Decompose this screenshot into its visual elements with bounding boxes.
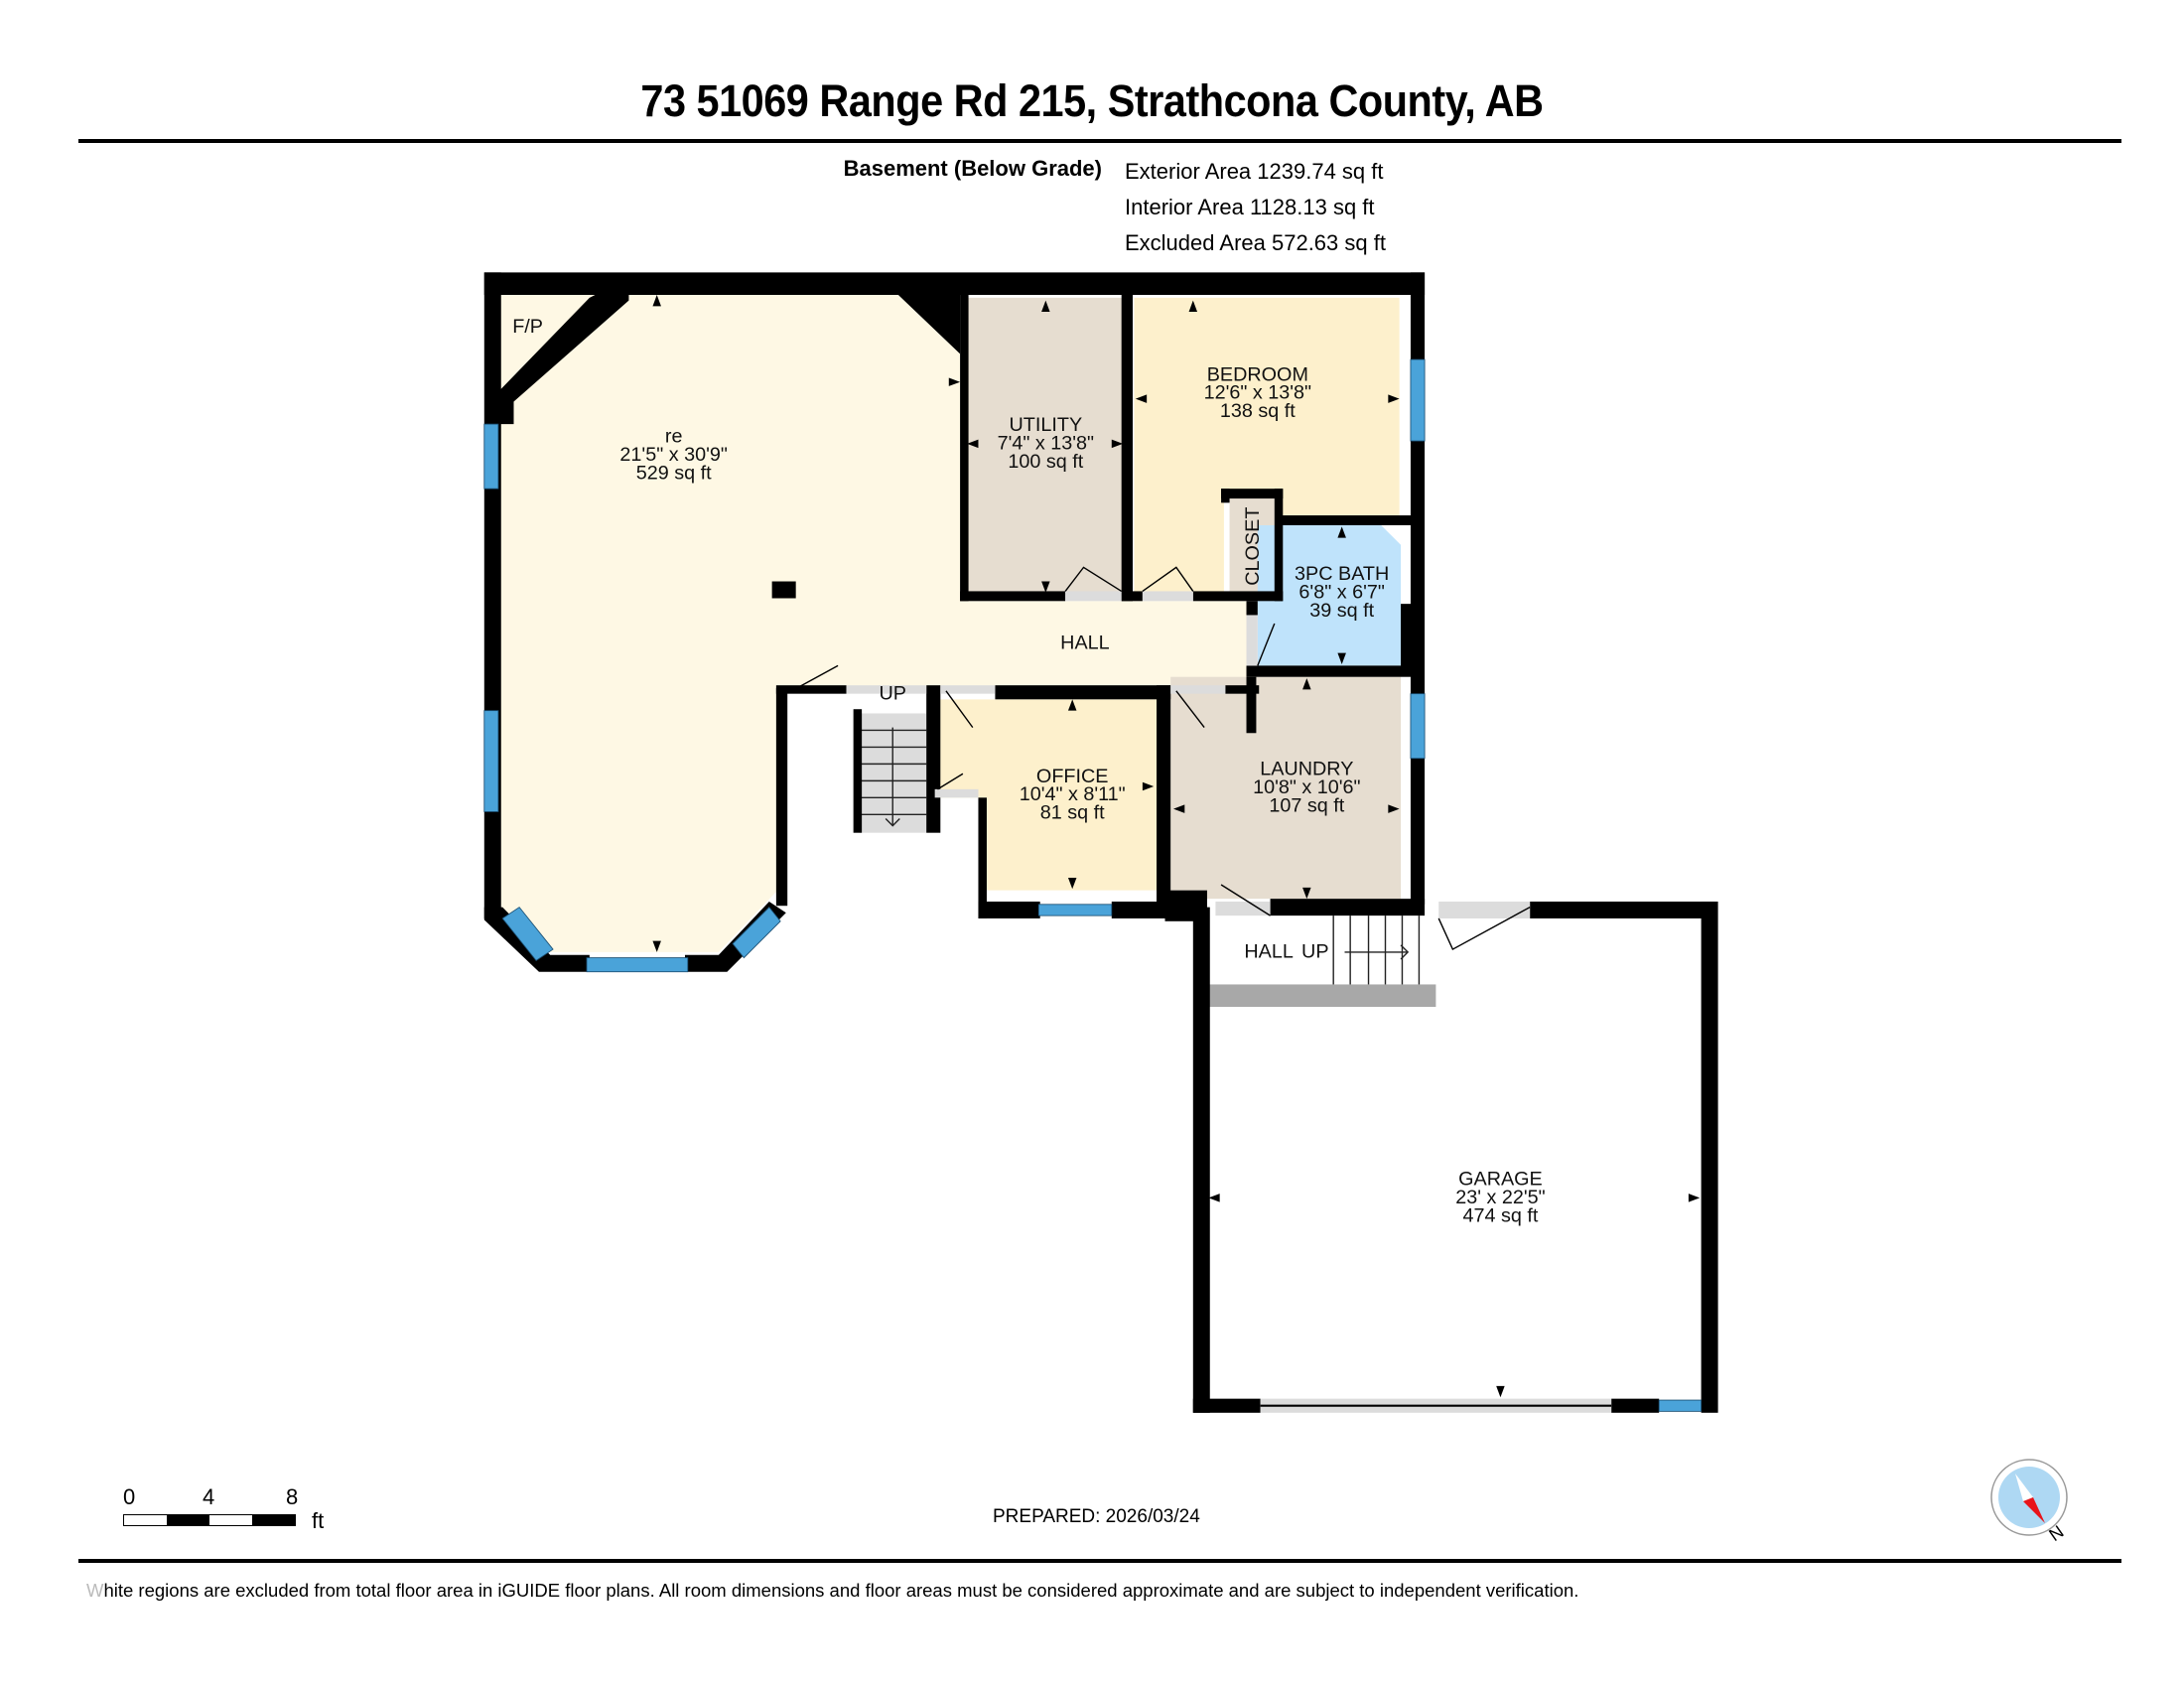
disclaimer-first-letter: W [86, 1580, 104, 1601]
window [483, 710, 499, 812]
disclaimer: White regions are excluded from total fl… [86, 1580, 1578, 1602]
rec-room-area: 529 sq ft [636, 462, 712, 484]
fp-label: F/P [512, 316, 543, 338]
window [501, 907, 554, 961]
room-labels: F/P re 21'5" x 30'9" 529 sq ft UTILITY 7… [512, 316, 1545, 1226]
windows [483, 358, 1703, 1412]
window [1037, 904, 1113, 916]
bath-name: 3PC BATH [1295, 563, 1389, 585]
window [1658, 1399, 1703, 1412]
scale-unit: ft [312, 1508, 325, 1533]
bath-fill [1257, 524, 1402, 666]
window [586, 957, 689, 973]
office-area: 81 sq ft [1040, 802, 1105, 824]
rec-room-fill [499, 295, 1247, 952]
exterior-area: Exterior Area 1239.74 sq ft [1125, 159, 1384, 184]
window [483, 423, 499, 490]
prepared-date: PREPARED: 2026/03/24 [993, 1506, 1200, 1527]
closet-label: CLOSET [1242, 507, 1264, 586]
utility-area: 100 sq ft [1008, 451, 1083, 473]
scale-bar-graphic [123, 1514, 296, 1526]
laundry-dims: 10'8" x 10'6" [1253, 776, 1360, 798]
compass-icon: N [1990, 1459, 2068, 1545]
dimension-arrows [652, 295, 1701, 1398]
doors[interactable] [791, 566, 1612, 1413]
property-address-title: 73 51069 Range Rd 215, Strathcona County… [640, 75, 1544, 126]
bath-dims: 6'8" x 6'7" [1298, 581, 1384, 603]
room-fills [499, 295, 1402, 952]
rec-room-name: re [665, 426, 683, 448]
utility-name: UTILITY [1010, 414, 1083, 436]
garage-stairs-up-label: UP [1301, 941, 1328, 963]
office-dims: 10'4" x 8'11" [1020, 783, 1126, 805]
office-name: OFFICE [1036, 766, 1109, 787]
scale-label-0: 0 [123, 1484, 136, 1509]
scale-label-4: 4 [203, 1484, 215, 1509]
bedroom-area: 138 sq ft [1220, 400, 1296, 422]
excluded-area: Excluded Area 572.63 sq ft [1125, 230, 1386, 255]
stairs-garage [1206, 915, 1436, 1008]
laundry-area: 107 sq ft [1269, 794, 1344, 816]
garage-hall-label: HALL [1244, 941, 1293, 963]
window [1410, 358, 1426, 442]
stairs-down [859, 713, 927, 833]
rec-room-dims: 21'5" x 30'9" [619, 444, 727, 466]
garage-dims: 23' x 22'5" [1455, 1187, 1545, 1208]
bath-area: 39 sq ft [1309, 600, 1374, 622]
bedroom-fill [1134, 297, 1400, 593]
column [771, 581, 796, 599]
garage-name: GARAGE [1458, 1169, 1543, 1191]
utility-dims: 7'4" x 13'8" [998, 433, 1094, 455]
stairs-up-label: UP [879, 682, 905, 704]
footer-divider [78, 1559, 2121, 1563]
window [1410, 693, 1426, 760]
fireplace-fill [499, 295, 590, 391]
bedroom-name: BEDROOM [1207, 363, 1308, 385]
garage-area: 474 sq ft [1462, 1204, 1538, 1226]
window [732, 907, 781, 959]
header-divider [78, 139, 2121, 143]
laundry-name: LAUNDRY [1260, 759, 1353, 780]
utility-fill [964, 297, 1125, 596]
scale-label-8: 8 [286, 1484, 299, 1509]
floor-level-label: Basement (Below Grade) [843, 156, 1102, 181]
disclaimer-text: hite regions are excluded from total flo… [103, 1580, 1579, 1601]
bedroom-dims: 12'6" x 13'8" [1204, 382, 1311, 404]
office-fill [934, 699, 1158, 891]
laundry-fill [1170, 676, 1402, 900]
hall-label: HALL [1060, 632, 1109, 653]
interior-area: Interior Area 1128.13 sq ft [1125, 195, 1375, 219]
scale-bar: 0 4 8 ft [123, 1484, 324, 1533]
